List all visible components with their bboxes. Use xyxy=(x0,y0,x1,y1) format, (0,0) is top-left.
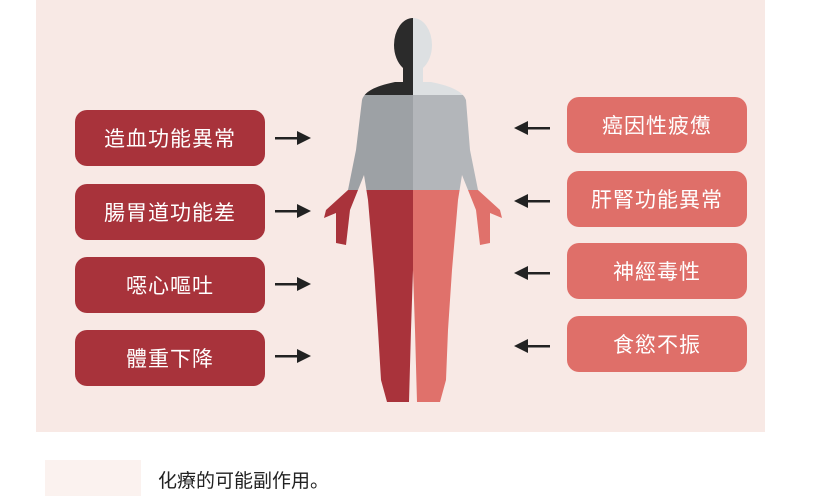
effect-box-right-4: 食慾不振 xyxy=(567,316,747,372)
effect-box-right-3: 神經毒性 xyxy=(567,243,747,299)
arrow-left-icon xyxy=(514,121,550,135)
arrow-right-icon xyxy=(275,204,311,218)
arrow-right-icon xyxy=(275,349,311,363)
arrow-right-icon xyxy=(275,131,311,145)
arrow-left-icon xyxy=(514,266,550,280)
arrow-left-icon xyxy=(514,339,550,353)
caption-marker xyxy=(45,460,141,496)
effect-box-right-1: 癌因性疲憊 xyxy=(567,97,747,153)
arrow-left-icon xyxy=(514,194,550,208)
effect-box-left-2: 腸胃道功能差 xyxy=(75,184,265,240)
effect-box-left-4: 體重下降 xyxy=(75,330,265,386)
figure-caption: 化療的可能副作用。 xyxy=(158,470,330,492)
effect-box-right-2: 肝腎功能異常 xyxy=(567,171,747,227)
effect-box-left-3: 噁心嘔吐 xyxy=(75,257,265,313)
effect-box-left-1: 造血功能異常 xyxy=(75,110,265,166)
arrow-right-icon xyxy=(275,277,311,291)
human-body-figure xyxy=(324,18,502,402)
